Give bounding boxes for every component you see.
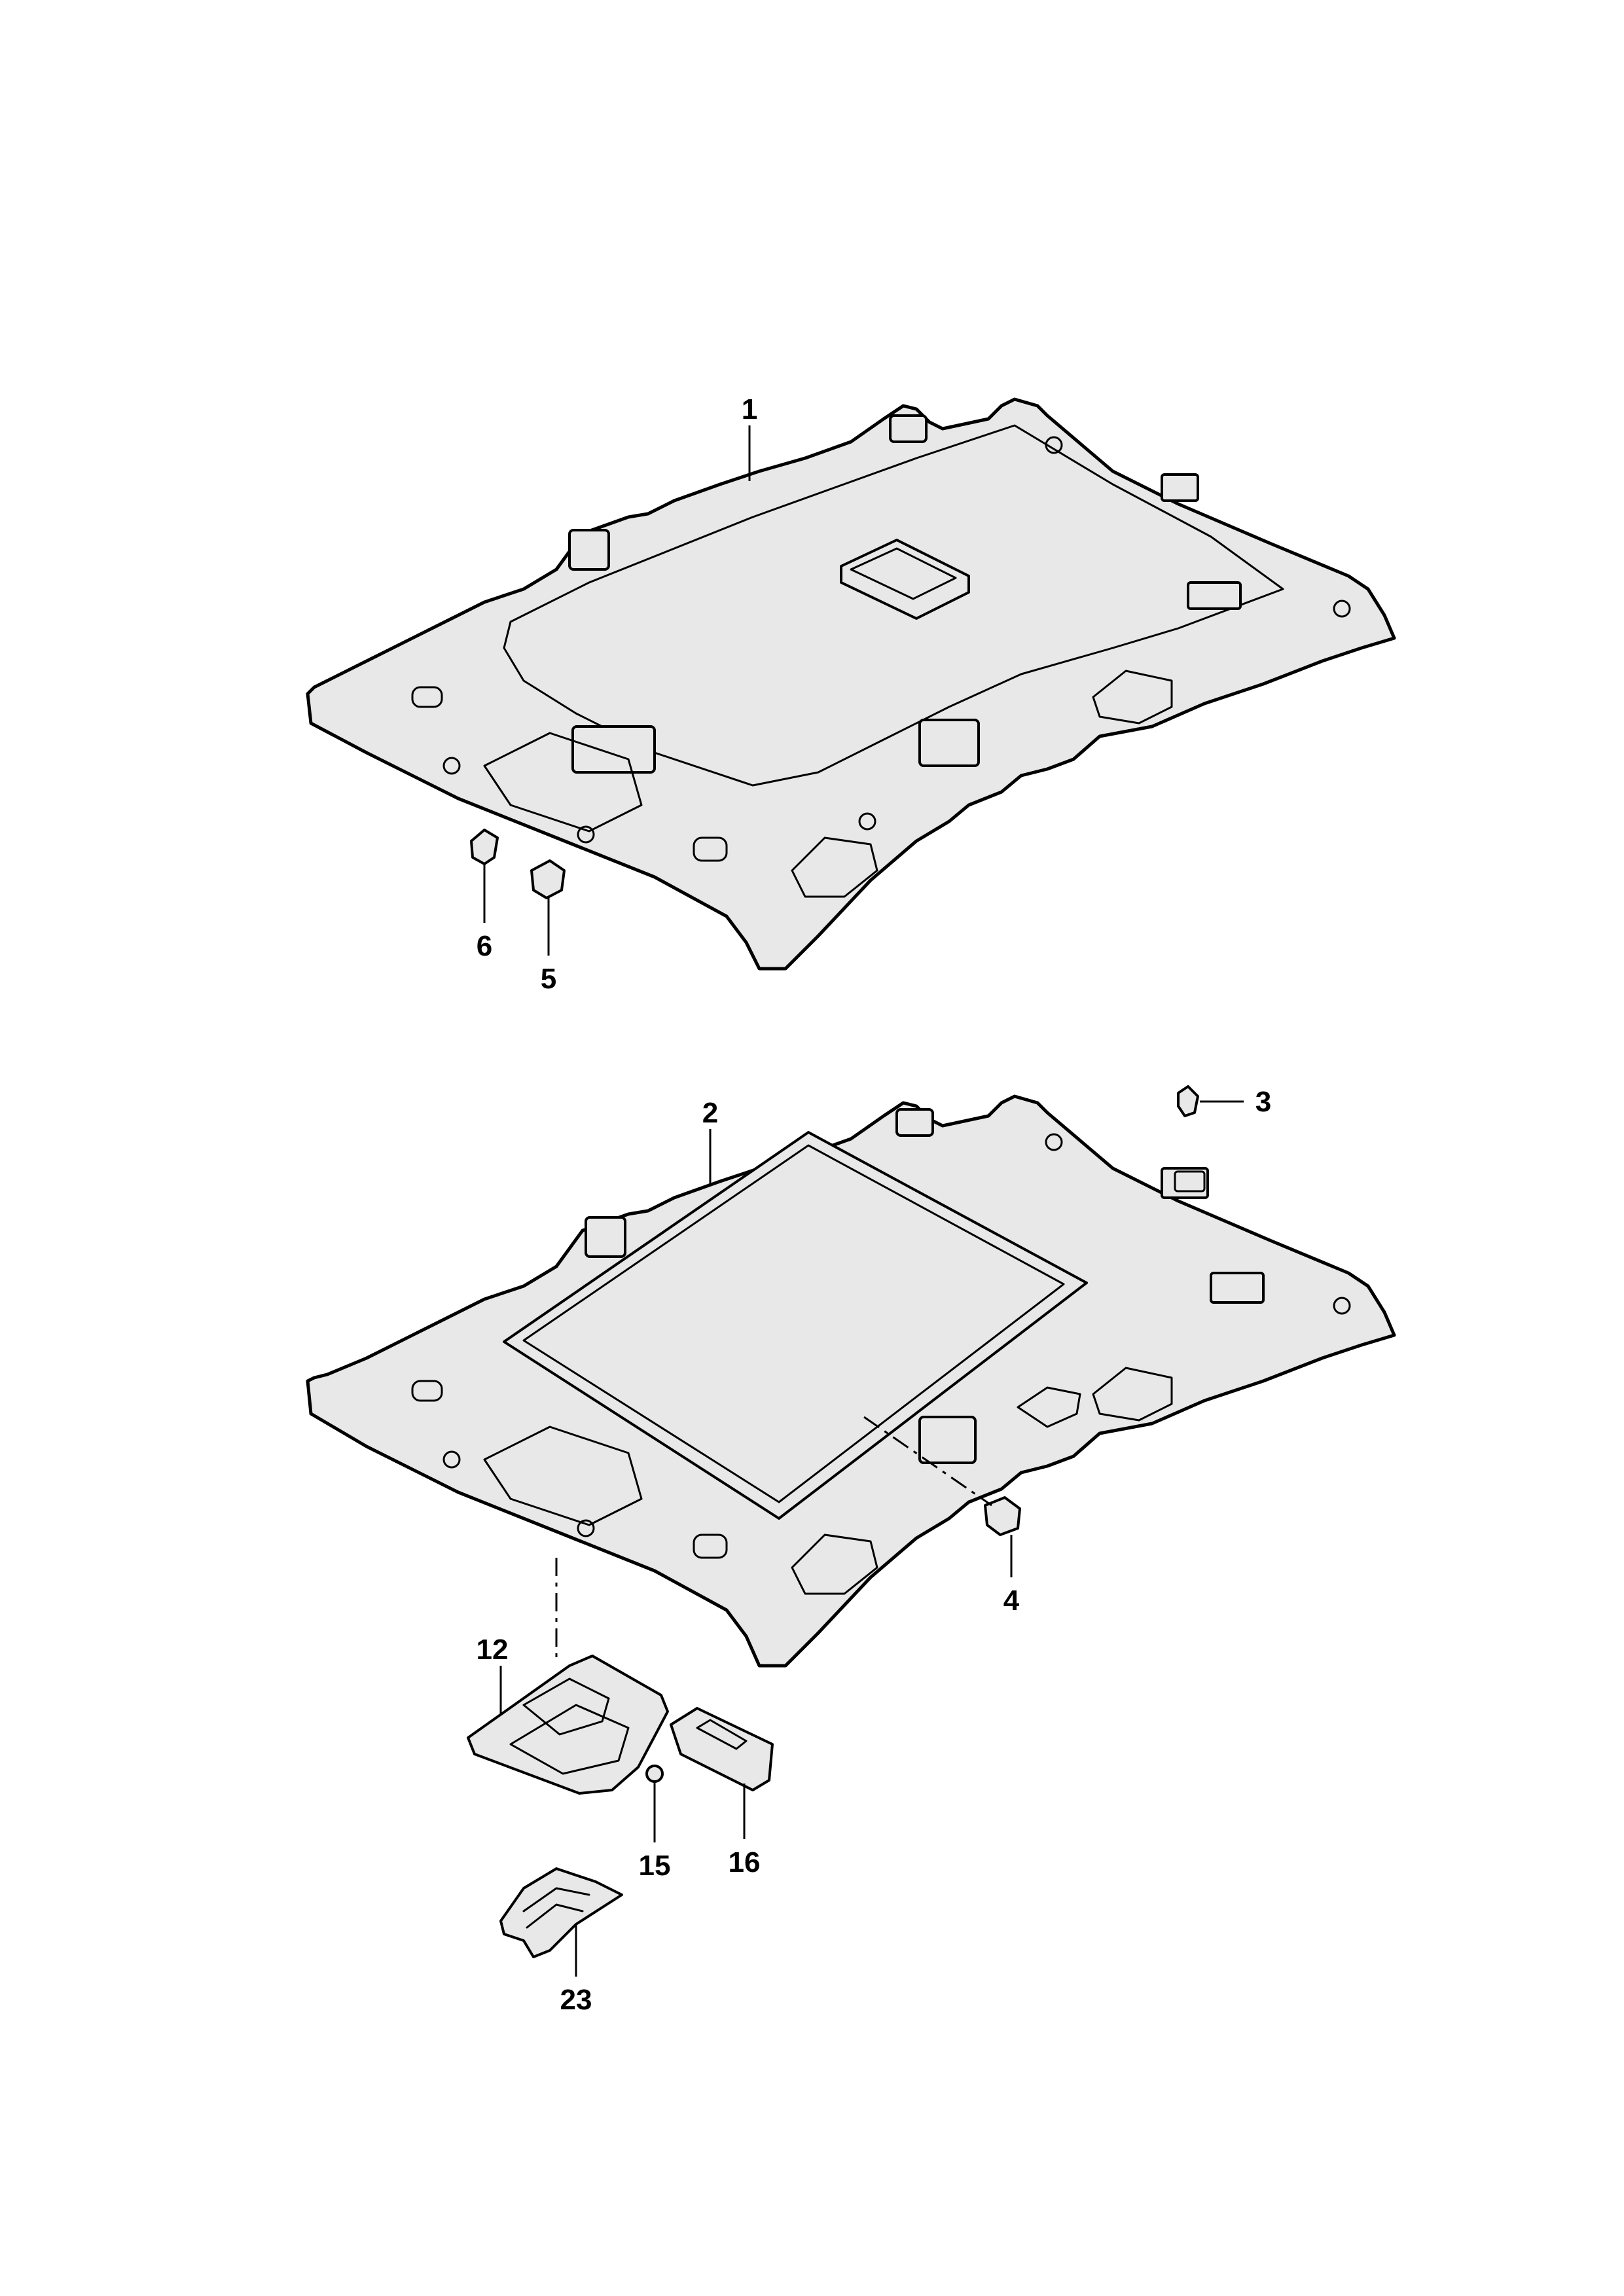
headliner-standard-clip-hole xyxy=(411,686,443,708)
headliner-standard-grab-handle-recess xyxy=(1092,670,1173,725)
callout-12: 12 xyxy=(477,1634,509,1666)
headliner-standard-outline xyxy=(306,397,1396,971)
headliner-sunroof-tab xyxy=(918,1416,977,1464)
headliner-sunroof-tab xyxy=(895,1108,934,1137)
cover-part-16 xyxy=(670,1707,774,1791)
headliner-sunroof-opening-inner xyxy=(522,1144,1065,1503)
callout-4: 4 xyxy=(1003,1585,1020,1617)
headliner-standard-tab xyxy=(571,725,656,774)
headliner-sunroof xyxy=(306,1094,1396,1668)
headliner-sunroof-opening xyxy=(503,1131,1088,1520)
roof-console-part-12-lens xyxy=(509,1704,630,1775)
cover-part-16-slot xyxy=(696,1719,748,1750)
headliner-standard-clip-hole xyxy=(1333,600,1351,618)
callout-6: 6 xyxy=(477,930,492,962)
headliner-sunroof-clip-hole xyxy=(693,1534,728,1559)
headliner-standard-tab xyxy=(568,529,610,571)
cover-part-16-body xyxy=(670,1707,774,1791)
headliner-standard-tab xyxy=(1161,473,1199,502)
clip-part-4 xyxy=(984,1496,1021,1536)
callout-5: 5 xyxy=(541,963,556,995)
clip-part-5 xyxy=(530,859,566,899)
headliner-standard-tab xyxy=(889,414,928,443)
headliner-standard-clip-hole xyxy=(1045,436,1063,454)
screw-part-15 xyxy=(645,1765,664,1813)
headliner-sunroof-lamp-recess xyxy=(1017,1386,1081,1428)
trim-part-23-body xyxy=(499,1867,623,1958)
trim-part-23-ribs xyxy=(522,1887,590,1929)
headliner-standard-clip-hole xyxy=(693,836,728,862)
callout-16: 16 xyxy=(729,1846,761,1878)
headliner-standard-clip-hole xyxy=(858,812,876,831)
headliner-sunroof-visor-recess xyxy=(483,1426,643,1526)
headliner-standard-clip-hole xyxy=(577,825,595,844)
headliner-sunroof-clip-hole xyxy=(1333,1297,1351,1315)
headliner-standard-tab xyxy=(1187,581,1242,610)
headliner-sunroof-tab xyxy=(1161,1167,1209,1199)
callout-1: 1 xyxy=(742,393,757,425)
headliner-sunroof-clip-seat xyxy=(1174,1170,1206,1193)
roof-console-part-12-housing xyxy=(522,1677,610,1736)
headliner-sunroof-clip-hole xyxy=(577,1519,595,1537)
headliner-standard-inner-panel xyxy=(503,424,1284,787)
clip-part-6 xyxy=(470,829,499,865)
headliner-sunroof-clip-hole xyxy=(411,1380,443,1402)
roof-console-part-12-body xyxy=(467,1655,669,1795)
headliner-standard-grab-handle-recess xyxy=(791,836,878,898)
headliner-sunroof-clip-hole xyxy=(442,1450,461,1469)
trim-part-23 xyxy=(499,1867,623,1958)
headliner-standard-visor-recess xyxy=(483,732,643,833)
headliner-sunroof-grab-handle-recess xyxy=(1092,1367,1173,1422)
assembly-dash-line xyxy=(863,1416,992,1507)
headliner-sunroof-tab xyxy=(585,1216,626,1258)
headliner-standard-clip-hole xyxy=(442,757,461,775)
headliner-sunroof-grab-handle-recess xyxy=(791,1534,878,1595)
callout-2: 2 xyxy=(702,1097,718,1129)
headliner-sunroof-clip-hole xyxy=(1045,1133,1063,1151)
headliner-standard-roof-console-detail xyxy=(850,547,957,600)
callout-23: 23 xyxy=(560,1984,592,2016)
headliner-standard xyxy=(306,397,1396,971)
callout-3: 3 xyxy=(1255,1086,1271,1118)
headliner-standard-tab xyxy=(918,719,980,767)
screw-part-15-head xyxy=(645,1765,664,1783)
headliner-sunroof-tab xyxy=(1210,1272,1265,1304)
roof-console-part-12 xyxy=(467,1655,669,1795)
callout-15: 15 xyxy=(639,1850,671,1882)
clip-part-3 xyxy=(1177,1085,1199,1117)
